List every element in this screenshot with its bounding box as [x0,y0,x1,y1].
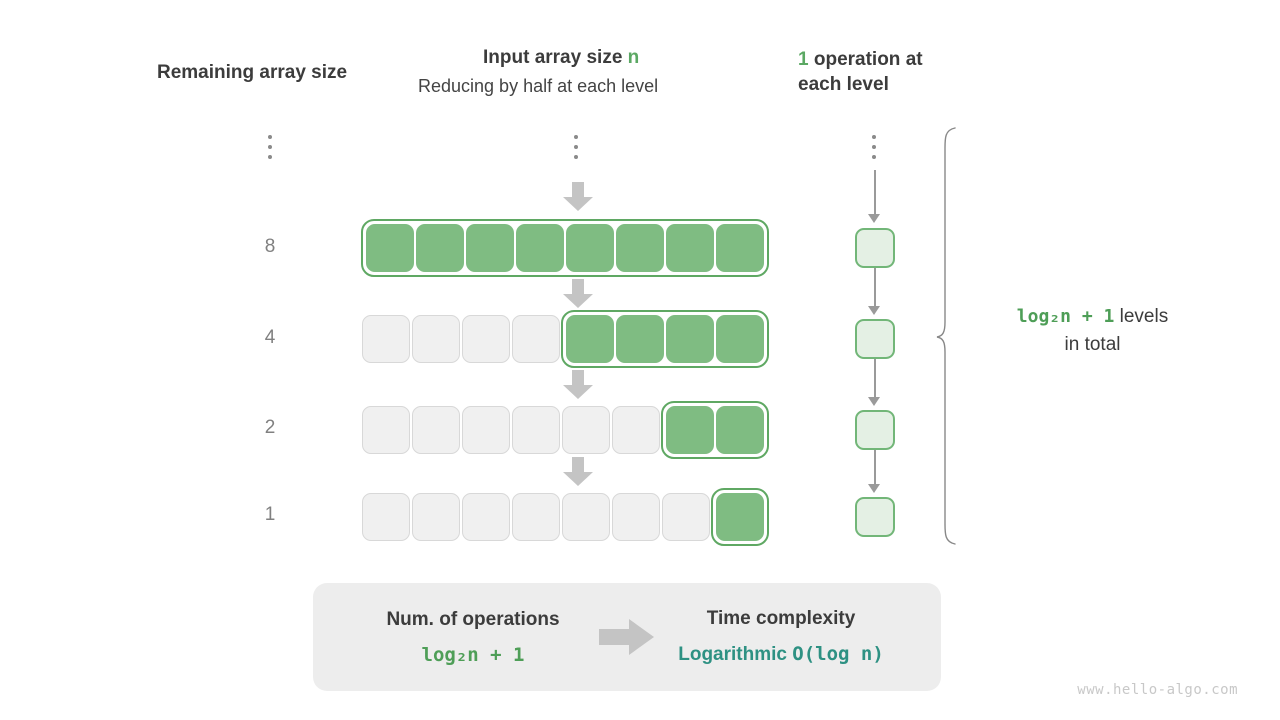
watermark: www.hello-algo.com [1077,682,1238,698]
down-arrow-to-level-0 [561,182,595,212]
array-cell-active [616,315,664,363]
active-segment-level-3 [711,488,769,546]
array-cell-inactive [612,493,660,541]
summary-complexity-value: Logarithmic O(log n) [655,643,907,666]
array-cell-inactive [362,493,410,541]
array-cell-active [716,224,764,272]
levels-annotation: log₂n + 1 levels in total [985,303,1200,358]
op-connector-line-1 [874,268,876,310]
levels-annotation-line2: in total [1064,333,1121,355]
array-cell-inactive [512,493,560,541]
header-input-array-size-variable: n [627,47,640,68]
op-connector-line-0 [874,170,876,216]
array-cell-inactive [462,406,510,454]
array-cell-inactive [362,406,410,454]
header-input-subtitle: Reducing by half at each level [418,76,659,96]
levels-formula-suffix: levels [1114,306,1169,327]
array-cell-inactive [512,406,560,454]
array-cell-active [716,406,764,454]
op-arrowhead-2 [868,397,880,406]
array-cell-inactive [562,406,610,454]
ellipsis-dot [574,145,578,149]
array-row-level-1 [361,310,769,368]
op-box-level-2 [855,410,895,450]
right-block-arrow-icon [599,618,655,656]
array-cell-active [666,406,714,454]
levels-formula: log₂n + 1 [1016,306,1115,327]
ellipsis-dot [872,145,876,149]
summary-operations-value: log₂n + 1 [421,643,525,666]
array-cell-inactive [412,406,460,454]
array-cell-active [716,493,764,541]
array-cell-inactive [512,315,560,363]
array-cell-inactive [412,315,460,363]
array-cell-active [366,224,414,272]
active-segment-level-0 [361,219,769,277]
ellipsis-operations-column [872,135,876,159]
row-label-level-1: 4 [264,327,276,348]
ellipsis-dot [268,135,272,139]
op-arrowhead-0 [868,214,880,223]
op-connector-line-2 [874,359,876,401]
active-segment-level-2 [661,401,769,459]
summary-panel: Num. of operations log₂n + 1 Time comple… [313,583,941,691]
array-cell-inactive [662,493,710,541]
summary-complexity-title: Time complexity [706,608,856,629]
ellipsis-array-column [574,135,578,159]
ellipsis-dot [574,135,578,139]
array-cell-active [666,224,714,272]
summary-complexity-column: Time complexity Logarithmic O(log n) [655,608,907,666]
header-input-array-size: Input array size n [483,47,639,69]
array-row-level-3 [361,488,769,546]
array-cell-active [416,224,464,272]
array-cell-active [516,224,564,272]
array-cell-active [716,315,764,363]
header-operations-per-level: 1 operation at each level [798,47,923,98]
down-arrow-to-level-2 [561,370,595,400]
down-arrow-to-level-1 [561,279,595,309]
array-row-level-2 [361,401,769,459]
ellipsis-dot [872,155,876,159]
op-arrowhead-1 [868,306,880,315]
ellipsis-dot [872,135,876,139]
header-input-array-size-text: Input array size [483,47,628,68]
op-box-level-1 [855,319,895,359]
array-cell-inactive [462,493,510,541]
ellipsis-dot [574,155,578,159]
ellipsis-left-column [268,135,272,159]
array-cell-active [616,224,664,272]
header-operations-line1: operation at [808,49,923,70]
array-cell-inactive [562,493,610,541]
header-operations-count: 1 [798,49,809,70]
op-box-level-3 [855,497,895,537]
row-label-level-0: 8 [264,236,276,257]
op-connector-line-3 [874,450,876,488]
row-label-level-3: 1 [264,504,276,525]
array-cell-active [466,224,514,272]
down-arrow-to-level-3 [561,457,595,487]
header-remaining-array-size: Remaining array size [157,62,348,83]
array-cell-inactive [362,315,410,363]
active-segment-level-1 [561,310,769,368]
op-arrowhead-3 [868,484,880,493]
array-cell-active [566,224,614,272]
ellipsis-dot [268,145,272,149]
row-label-level-2: 2 [264,417,276,438]
summary-operations-title: Num. of operations [386,608,560,630]
array-cell-active [566,315,614,363]
op-box-level-0 [855,228,895,268]
ellipsis-dot [268,155,272,159]
summary-complexity-word: Logarithmic [678,644,787,665]
array-cell-inactive [412,493,460,541]
array-cell-inactive [462,315,510,363]
summary-operations-column: Num. of operations log₂n + 1 [347,609,599,666]
levels-brace [935,126,965,551]
array-cell-inactive [612,406,660,454]
header-operations-line2: each level [798,74,889,96]
array-cell-active [666,315,714,363]
summary-complexity-bigo: O(log n) [792,643,884,665]
array-row-level-0 [361,219,769,277]
